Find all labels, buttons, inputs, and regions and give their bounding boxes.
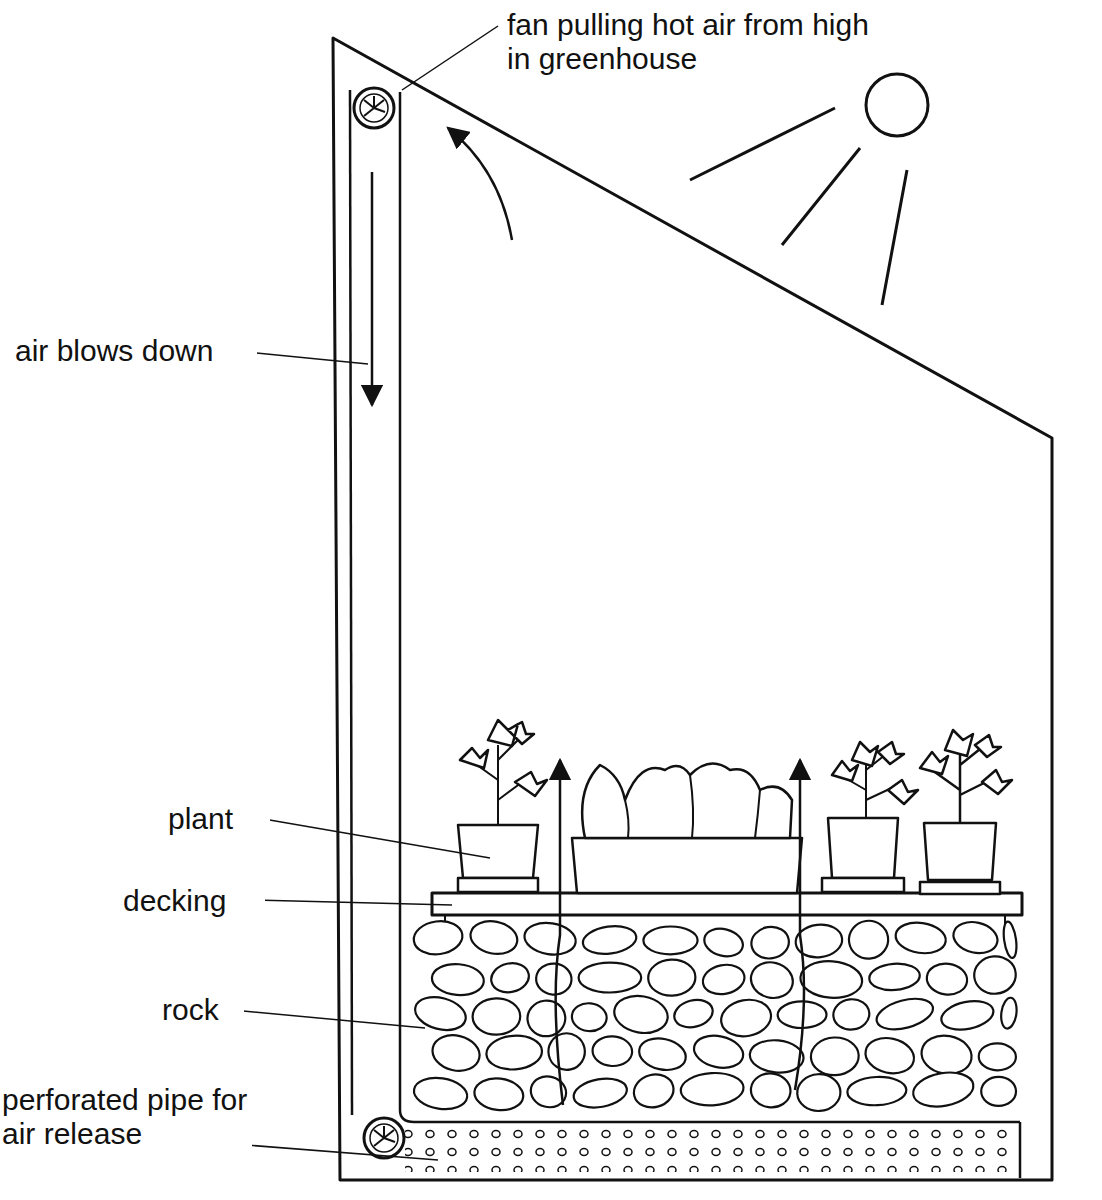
rock bbox=[680, 1071, 745, 1107]
rock bbox=[611, 992, 670, 1037]
rock bbox=[648, 959, 696, 996]
rock bbox=[527, 1073, 569, 1111]
rock bbox=[799, 959, 863, 1000]
rock bbox=[429, 1031, 483, 1076]
rock bbox=[978, 1043, 1016, 1071]
rock bbox=[999, 997, 1018, 1030]
air-arrow bbox=[448, 128, 512, 240]
rock bbox=[939, 997, 996, 1034]
air-arrow bbox=[556, 760, 804, 1105]
fan-label: fan pulling hot air from high in greenho… bbox=[505, 8, 879, 76]
decking-board bbox=[432, 893, 1022, 915]
leader-line bbox=[233, 26, 498, 1160]
rock bbox=[431, 962, 485, 997]
rock bbox=[718, 996, 774, 1041]
rock bbox=[1002, 921, 1019, 959]
rock bbox=[873, 993, 936, 1035]
rock-bed bbox=[412, 917, 1019, 1113]
rock bbox=[545, 1030, 589, 1074]
rock bbox=[571, 1075, 629, 1112]
rock bbox=[571, 1002, 608, 1033]
rock bbox=[925, 961, 969, 997]
rock bbox=[691, 1031, 746, 1072]
rock bbox=[796, 1073, 841, 1112]
air-duct bbox=[400, 92, 1020, 1122]
rock bbox=[981, 1077, 1016, 1106]
rock bbox=[535, 962, 573, 996]
rock bbox=[847, 918, 891, 961]
rock bbox=[472, 998, 520, 1035]
rock bbox=[412, 992, 470, 1035]
rock bbox=[847, 1076, 907, 1107]
perforated-pipe bbox=[405, 1124, 1020, 1172]
rock bbox=[748, 1038, 805, 1075]
rock bbox=[525, 998, 567, 1038]
greenhouse-outline bbox=[333, 38, 1052, 1180]
rock bbox=[894, 919, 948, 956]
rock bbox=[810, 1036, 859, 1076]
rock bbox=[749, 1071, 793, 1109]
rock bbox=[412, 918, 465, 957]
rock bbox=[973, 955, 1017, 995]
rock bbox=[488, 960, 531, 996]
fan-top bbox=[354, 88, 394, 128]
rock bbox=[592, 1035, 633, 1067]
rock bbox=[630, 1070, 677, 1111]
rock-label: rock bbox=[160, 993, 244, 1027]
air-label: air blows down bbox=[13, 334, 257, 368]
rock bbox=[643, 926, 697, 954]
rock bbox=[950, 918, 1000, 957]
rock bbox=[579, 963, 642, 993]
rock bbox=[671, 996, 715, 1031]
rock bbox=[581, 923, 638, 957]
fan-bottom bbox=[364, 1118, 404, 1158]
rock bbox=[636, 1034, 689, 1074]
rock bbox=[485, 1034, 543, 1072]
rock bbox=[747, 958, 797, 1002]
rock bbox=[749, 924, 791, 961]
pipe-label: perforated pipe for air release bbox=[0, 1083, 252, 1151]
rock bbox=[832, 997, 871, 1031]
rock bbox=[700, 961, 747, 997]
rock bbox=[868, 962, 920, 992]
rock bbox=[862, 1034, 917, 1078]
rock bbox=[468, 917, 521, 958]
rock bbox=[910, 1068, 976, 1111]
rock bbox=[701, 925, 745, 960]
rock bbox=[918, 1032, 974, 1078]
rock bbox=[412, 1074, 470, 1112]
decking-label: decking bbox=[121, 884, 265, 918]
air-arrow bbox=[371, 172, 374, 405]
plants bbox=[458, 720, 1012, 894]
rock bbox=[522, 920, 578, 958]
plant-label: plant bbox=[166, 802, 270, 836]
rock bbox=[473, 1076, 525, 1113]
sun bbox=[690, 74, 928, 305]
